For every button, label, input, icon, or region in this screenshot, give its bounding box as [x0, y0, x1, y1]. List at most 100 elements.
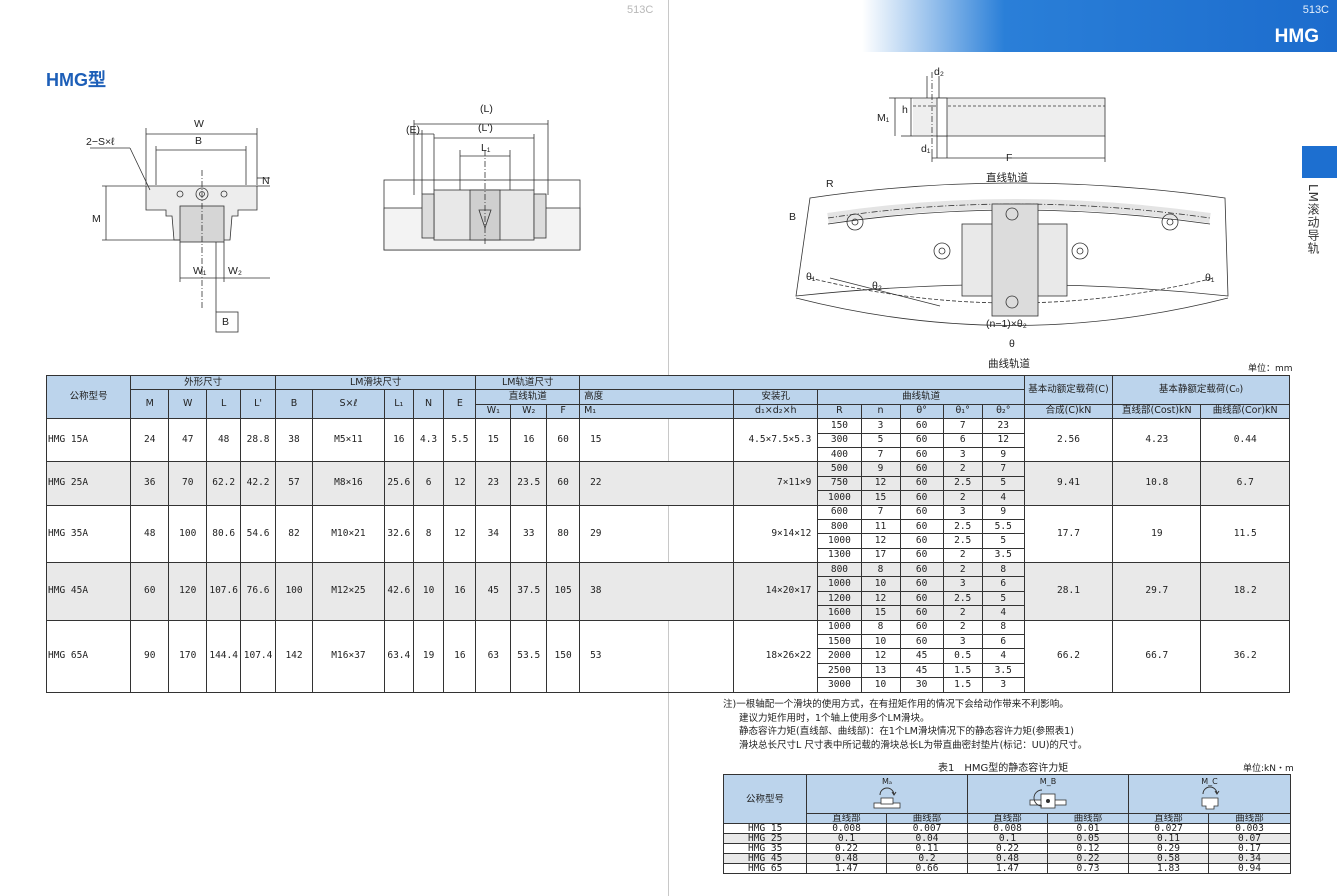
cell-m: 36 — [130, 461, 170, 506]
cell-e: 16 — [443, 562, 477, 621]
cell-m1: 53 — [579, 619, 735, 693]
moment-value-cell: 0.22 — [806, 843, 887, 854]
moment-table-caption: 表1 HMG型的静态容许力矩 — [938, 763, 1069, 774]
cell-mount: 4.5×7.5×5.3 — [733, 418, 819, 463]
cell-stat-straight: 10.8 — [1112, 461, 1202, 506]
cell-l: 144.4 — [206, 619, 242, 693]
curve-cell: 2500 — [817, 662, 862, 679]
curve-cell: 60 — [899, 504, 944, 520]
moment-value-cell: 0.48 — [806, 853, 887, 864]
moment-table-unit: 单位:kN・m — [1243, 764, 1294, 774]
cell-dyn-load: 28.1 — [1023, 562, 1114, 621]
header-banner: 513C HMG — [862, 0, 1337, 52]
mom-sub-header: 曲线部 — [1208, 813, 1291, 824]
cell-sxl: M12×25 — [312, 562, 385, 621]
curve-cell: 10 — [860, 677, 901, 693]
cell-lp: 42.2 — [240, 461, 277, 506]
curve-cell: 60 — [899, 490, 944, 506]
cell-w2: 33 — [510, 504, 548, 564]
curve-cell: 3 — [942, 446, 983, 463]
curve-cell: 800 — [817, 518, 862, 535]
cell-f: 60 — [546, 418, 581, 463]
mc-moment-icon — [1201, 786, 1219, 809]
front-dim-w: W — [194, 118, 204, 130]
curve-cell: 5 — [860, 432, 901, 448]
cell-w: 120 — [168, 562, 208, 621]
cell-m: 60 — [130, 562, 170, 621]
cell-m1: 15 — [579, 418, 735, 463]
mom-hdr-model: 公称型号 — [723, 774, 807, 824]
mom-hdr-ma: Mₐ — [806, 774, 968, 814]
hdr-m: M — [130, 389, 170, 420]
cell-b: 38 — [275, 418, 314, 463]
moment-value-cell: 0.94 — [1208, 863, 1291, 874]
model-cell: HMG 35A — [45, 504, 132, 564]
curve-cell: 0.5 — [942, 648, 983, 664]
moment-value-cell: 0.11 — [1128, 833, 1209, 844]
cell-m: 24 — [130, 418, 170, 463]
curve-cell: 30 — [899, 677, 944, 693]
curve-cell: 1200 — [817, 590, 862, 607]
moment-value-cell: 0.007 — [886, 823, 968, 834]
curve-cell: 60 — [899, 461, 944, 477]
cell-lp: 107.4 — [240, 619, 277, 693]
cell-n: 4.3 — [412, 418, 445, 463]
moment-value-cell: 0.003 — [1208, 823, 1291, 834]
hdr-lp: L' — [240, 389, 277, 420]
curve-cell: 4 — [981, 490, 1025, 506]
cell-m1: 38 — [579, 562, 735, 621]
cell-l1: 42.6 — [383, 562, 414, 621]
curve-cell: 2000 — [817, 648, 862, 664]
side-tab[interactable] — [1302, 146, 1337, 178]
curve-cell: 1000 — [817, 533, 862, 549]
curve-cell: 2 — [942, 490, 983, 506]
cell-w2: 16 — [510, 418, 548, 463]
cell-sxl: M16×37 — [312, 619, 385, 693]
curve-cell: 60 — [899, 547, 944, 564]
cell-mount: 9×14×12 — [733, 504, 819, 564]
curve-cell: 12 — [860, 475, 901, 492]
curve-cell: 4 — [981, 648, 1025, 664]
hdr-f: F — [546, 403, 581, 420]
curve-n1-theta2: (n−1)×θ₂ — [986, 318, 1027, 330]
curve-cell: 2 — [942, 562, 983, 578]
mom-sub-header: 直线部 — [967, 813, 1048, 824]
cell-w1: 23 — [475, 461, 512, 506]
curve-cell: 13 — [860, 662, 901, 679]
mom-sub-header: 曲线部 — [1047, 813, 1129, 824]
curve-cell: 15 — [860, 605, 901, 621]
curve-cell: 2 — [942, 619, 983, 636]
curve-cell: 60 — [899, 619, 944, 636]
curve-cell: 9 — [981, 504, 1025, 520]
hdr-stat: 基本静额定载荷(C₀) — [1112, 375, 1290, 405]
curve-cell: 6 — [981, 634, 1025, 650]
cell-e: 12 — [443, 461, 477, 506]
moment-model-cell: HMG 65 — [723, 863, 807, 874]
curve-cell: 2.5 — [942, 533, 983, 549]
cell-n: 8 — [412, 504, 445, 564]
curve-cell: 5 — [981, 590, 1025, 607]
cell-w1: 63 — [475, 619, 512, 693]
moment-value-cell: 0.008 — [806, 823, 887, 834]
ma-moment-icon — [873, 787, 901, 808]
dimension-table: 公称型号 外形尺寸 LM滑块尺寸 LM轨道尺寸 基本动额定载荷(C) 基本静额定… — [45, 374, 1290, 693]
side-label: LM滚动导轨 — [1306, 184, 1320, 256]
curve-cell: 60 — [899, 418, 944, 434]
rail-dim-m1: M₁ — [877, 112, 890, 124]
straight-rail-caption: 直线轨道 — [986, 172, 1028, 184]
curve-cell: 60 — [899, 446, 944, 463]
model-cell: HMG 65A — [45, 619, 132, 693]
hdr-stat-straight: 直线部(Cost)kN — [1112, 403, 1202, 420]
curve-cell: 3.5 — [981, 547, 1025, 564]
cell-dyn-load: 2.56 — [1023, 418, 1114, 463]
cell-f: 105 — [546, 562, 581, 621]
cell-mount: 14×20×17 — [733, 562, 819, 621]
hdr-w2: W₂ — [510, 403, 548, 420]
curve-theta: θ — [1009, 338, 1015, 350]
curve-cell: 45 — [899, 662, 944, 679]
moment-value-cell: 0.11 — [886, 843, 968, 854]
